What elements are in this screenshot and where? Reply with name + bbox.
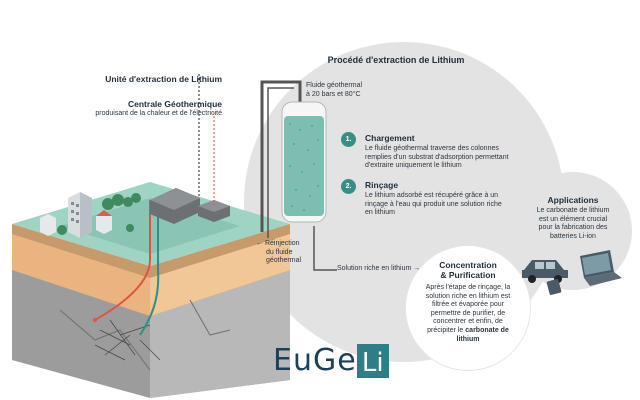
application-devices	[522, 250, 622, 295]
applications-text-line: Le carbonate de lithium	[536, 207, 610, 214]
solution-label: Solution riche en lithium →	[337, 265, 421, 274]
logo-text: EuGe	[273, 343, 357, 378]
step-1-text: Le fluide géothermal traverse des colonn…	[365, 145, 535, 171]
step-2-title: Rinçage	[365, 180, 399, 190]
concentration-title: Concentration & Purification	[416, 260, 520, 280]
car-icon	[522, 260, 568, 283]
applications-text-line: pour la fabrication des	[538, 224, 608, 232]
concentration-text-line: solution riche en lithium est	[425, 292, 511, 300]
concentration-text: Après l'étape de rinçage, la solution ri…	[412, 284, 524, 344]
applications-text: Le carbonate de lithium est un élément c…	[527, 207, 619, 241]
applications-title: Applications	[547, 195, 599, 205]
step-1-text-line: remplies d'un substrat d'adsorption perm…	[365, 153, 509, 161]
unit-title: Unité d'extraction de Lithium	[105, 74, 222, 84]
phone-icon	[546, 279, 562, 295]
concentration-text-line: Après l'étape de rinçage, la	[425, 284, 511, 291]
concentration-title-line: & Purification	[440, 270, 496, 280]
concentration-text-bold: lithium	[456, 335, 480, 343]
reinjection-line: ← Réinjection	[256, 240, 300, 247]
geology-illustration	[12, 182, 290, 398]
concentration-text-line: permettre de purifier, de	[430, 309, 506, 317]
reinjection-line: géothermal	[266, 257, 302, 265]
concentration-circle	[406, 246, 530, 370]
city-buildings	[40, 192, 112, 238]
applications-text-line: est un élément crucial	[538, 215, 608, 223]
fracture-network	[94, 319, 161, 361]
logo-box: Li	[356, 344, 389, 378]
concentration-text-line: lithium	[412, 336, 524, 345]
concentration-text-bold: carbonate de	[465, 326, 509, 334]
step-2-text-line: rinçage à l'eau qui produit une solution…	[365, 200, 502, 208]
eugeli-logo: EuGe Li	[273, 343, 389, 378]
step-2-text: Le lithium adsorbé est récupéré grâce à …	[365, 192, 535, 218]
trees	[57, 193, 141, 235]
concentration-text-prefix: précipiter le	[427, 326, 466, 334]
geothermal-plant	[150, 188, 230, 224]
step-1-text-line: d'extraire uniquement le lithium	[365, 162, 462, 170]
injection-well	[139, 202, 160, 336]
production-well	[94, 200, 151, 321]
process-title: Procédé d'extraction de Lithium	[327, 55, 465, 65]
reinjection-label: ← Réinjection du fluide géothermal	[256, 240, 301, 266]
laptop-icon	[580, 250, 622, 286]
concentration-text-line: précipiter le carbonate de	[412, 327, 524, 336]
concentration-text-line: filtrée et évaporée pour	[432, 301, 504, 309]
plant-description: produisant de la chaleur et de l'électri…	[95, 110, 222, 117]
plant-title: Centrale Géothermique	[128, 99, 222, 109]
fluid-in-line-1: Fluide géothermal	[306, 82, 363, 89]
step-1-number: 1.	[341, 132, 356, 147]
concentration-title-line: Concentration	[439, 260, 497, 270]
fluid-in-label: Fluide géothermal à 20 bars et 80°C	[306, 82, 362, 99]
step-2-number: 2.	[341, 179, 356, 194]
step-2-text-line: Le lithium adsorbé est récupéré grâce à …	[365, 192, 499, 199]
concentration-text-line: concentrer et enfin, de	[433, 318, 503, 326]
reinjection-line: du fluide	[266, 248, 293, 256]
adsorption-column	[281, 101, 327, 223]
step-2-text-line: en lithium	[365, 209, 395, 217]
step-1-title: Chargement	[365, 133, 415, 143]
step-1-text-line: Le fluide géothermal traverse des colonn…	[365, 145, 499, 152]
applications-text-line: batteries Li-ion	[550, 232, 596, 240]
fluid-in-line-2: à 20 bars et 80°C	[306, 90, 361, 98]
